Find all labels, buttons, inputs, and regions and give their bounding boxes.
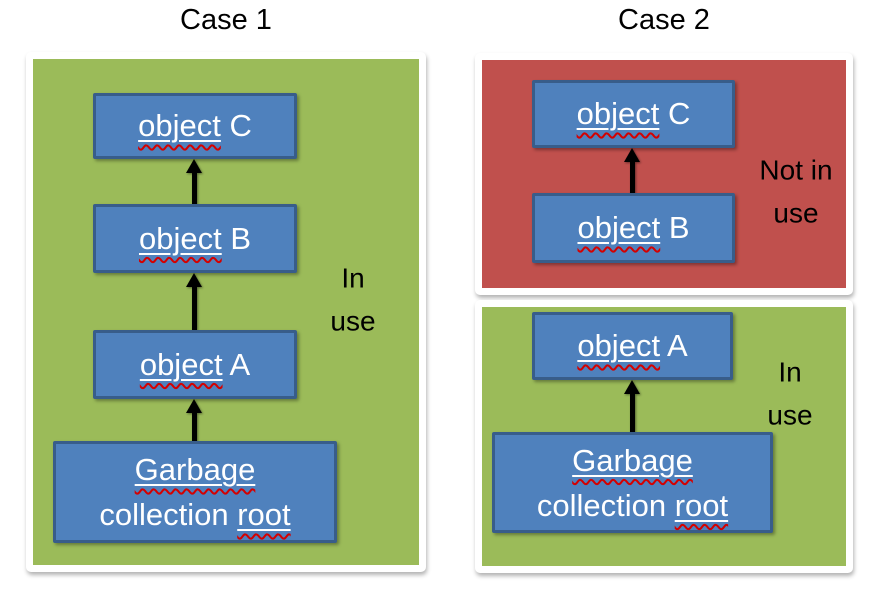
case1-status-label: In use (330, 262, 376, 337)
arrow-object-b-to-object-c (186, 159, 202, 204)
case2-object-b-box: object B (532, 193, 735, 263)
arrow-shaft (191, 413, 197, 441)
case1-object-c-box: object C (93, 93, 297, 159)
case2-not-in-use-panel: object C object B Not in use (475, 53, 853, 295)
arrow-root-to-object-a (186, 399, 202, 441)
case1-object-a-box: object A (93, 330, 297, 399)
arrow-head (186, 273, 202, 287)
object-a-label: object A (577, 328, 688, 363)
case1-title: Case 1 (180, 4, 272, 36)
case2-not-in-use-label: Not in use (759, 154, 833, 229)
arrow-shaft (191, 287, 197, 330)
case2-object-c-box: object C (532, 80, 735, 148)
object-c-label: object C (576, 96, 691, 131)
arrow-head (624, 148, 640, 162)
arrow-object-a-to-object-b (186, 273, 202, 330)
arrow-shaft (629, 394, 635, 432)
object-b-label: object B (138, 220, 252, 256)
arrow-head (186, 159, 202, 173)
object-c-label: object C (138, 108, 252, 143)
arrow-head (624, 380, 640, 394)
object-b-label: object B (577, 210, 690, 245)
arrow-object-b-to-object-c (624, 148, 640, 193)
case2-object-a-box: object A (532, 312, 733, 380)
object-a-label: object A (139, 346, 251, 382)
case2-in-use-label: In use (767, 356, 813, 431)
arrow-shaft (629, 162, 635, 193)
case2-title: Case 2 (618, 4, 710, 36)
case1-object-b-box: object B (93, 204, 297, 273)
arrow-head (186, 399, 202, 413)
arrow-root-to-object-a (624, 380, 640, 432)
arrow-shaft (191, 173, 197, 204)
